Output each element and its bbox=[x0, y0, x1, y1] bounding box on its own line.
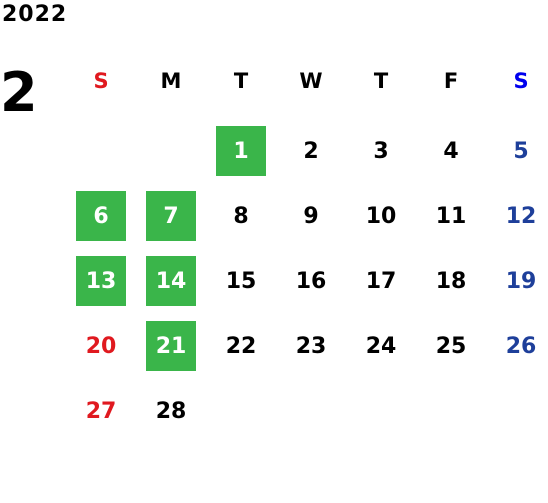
weekday-header-mon: M bbox=[160, 69, 182, 93]
day-cell-25[interactable]: 25 bbox=[435, 333, 467, 359]
day-cell-4[interactable]: 4 bbox=[443, 138, 459, 164]
weekday-header-sat: S bbox=[513, 69, 529, 93]
day-cell-22[interactable]: 22 bbox=[225, 333, 257, 359]
calendar-month: 2 bbox=[0, 61, 38, 124]
weekday-header-tue: T bbox=[233, 69, 249, 93]
day-cell-8[interactable]: 8 bbox=[233, 203, 249, 229]
day-cell-12[interactable]: 12 bbox=[505, 203, 537, 229]
day-cell-21[interactable]: 21 bbox=[146, 321, 196, 371]
day-cell-14[interactable]: 14 bbox=[146, 256, 196, 306]
day-cell-6[interactable]: 6 bbox=[76, 191, 126, 241]
day-cell-7[interactable]: 7 bbox=[146, 191, 196, 241]
day-cell-5[interactable]: 5 bbox=[513, 138, 529, 164]
weekday-header-fri: F bbox=[443, 69, 459, 93]
day-cell-9[interactable]: 9 bbox=[303, 203, 319, 229]
day-cell-28[interactable]: 28 bbox=[155, 398, 187, 424]
day-cell-10[interactable]: 10 bbox=[365, 203, 397, 229]
day-cell-23[interactable]: 23 bbox=[295, 333, 327, 359]
day-cell-11[interactable]: 11 bbox=[435, 203, 467, 229]
day-cell-27[interactable]: 27 bbox=[85, 398, 117, 424]
day-cell-3[interactable]: 3 bbox=[373, 138, 389, 164]
weekday-header-sun: S bbox=[93, 69, 109, 93]
day-cell-20[interactable]: 20 bbox=[85, 333, 117, 359]
day-cell-1[interactable]: 1 bbox=[216, 126, 266, 176]
day-cell-26[interactable]: 26 bbox=[505, 333, 537, 359]
day-cell-13[interactable]: 13 bbox=[76, 256, 126, 306]
day-cell-24[interactable]: 24 bbox=[365, 333, 397, 359]
weekday-header-thu: T bbox=[373, 69, 389, 93]
calendar-year: 2022 bbox=[2, 2, 68, 27]
day-cell-15[interactable]: 15 bbox=[225, 268, 257, 294]
day-cell-2[interactable]: 2 bbox=[303, 138, 319, 164]
day-cell-18[interactable]: 18 bbox=[435, 268, 467, 294]
day-cell-17[interactable]: 17 bbox=[365, 268, 397, 294]
day-cell-19[interactable]: 19 bbox=[505, 268, 537, 294]
weekday-header-wed: W bbox=[299, 69, 323, 93]
day-cell-16[interactable]: 16 bbox=[295, 268, 327, 294]
